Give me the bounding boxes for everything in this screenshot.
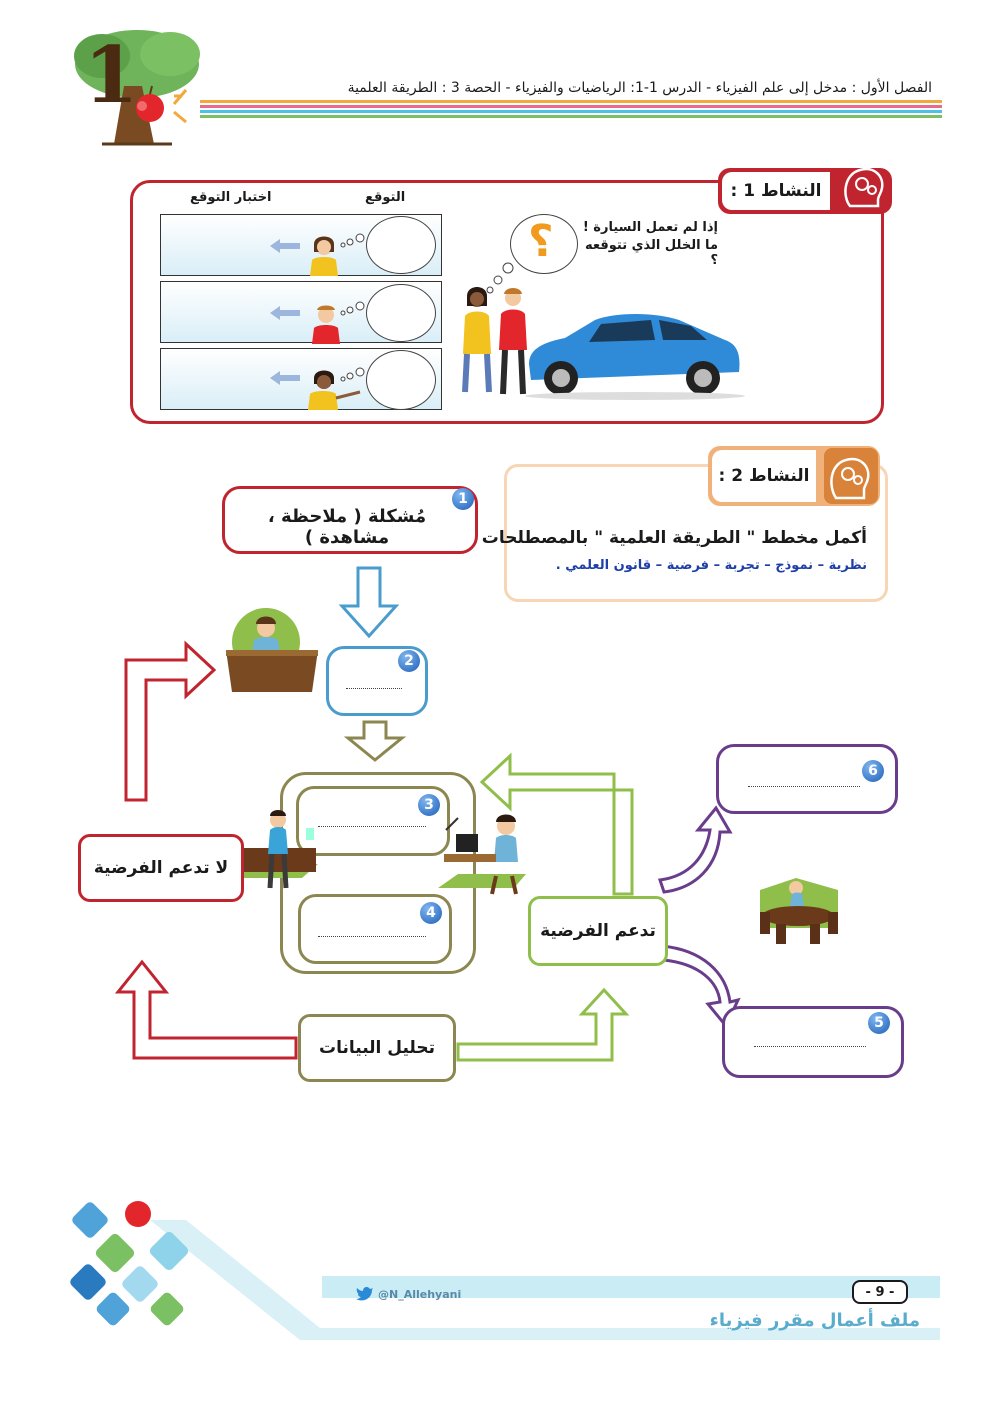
brain-gears-icon [824,448,878,504]
col-prediction: التوقع [365,190,406,205]
computer-desk-illustration [438,814,526,895]
support-label: تدعم الفرضية [540,921,656,941]
answer-line[interactable] [318,936,426,937]
thought-dots-icon [340,301,365,316]
arrow-left-icon [270,371,300,385]
thought-dots-icon [340,367,365,382]
answer-line[interactable] [346,688,402,689]
twitter-icon [356,1287,373,1301]
step1-text: مُشكلة ( ملاحظة ، مشاهدة ) [267,506,427,548]
page-number-box: - 9 - [852,1280,908,1304]
question-line-1: إذا لم تعمل السيارة ! [582,220,718,235]
thought-cloud[interactable] [366,216,436,274]
analysis-label: تحليل البيانات [319,1038,435,1058]
step1-number: 1 [452,488,474,510]
lesson-logo [74,30,200,146]
footer-band [150,1220,940,1340]
activity2-terms: نظرية – نموذج – تجربة – فرضية – قانون ال… [555,558,867,573]
page-number: - 9 - [865,1284,895,1300]
support-box: تدعم الفرضية [528,896,668,966]
step1-box [222,486,478,554]
arrow-left-icon [270,239,300,253]
activity1-label: النشاط 1 : [730,181,822,201]
answer-line[interactable] [754,1046,866,1047]
student-desk-illustration [226,608,318,692]
activity1-label-box: النشاط 1 : [722,172,830,210]
step6-number: 6 [862,760,884,782]
activity2-label: النشاط 2 : [718,466,810,486]
logo-number: 1 [84,30,139,121]
girl-pointing-icon [308,370,361,410]
people-car-illustration [462,287,745,400]
brain-gears-icon [844,167,884,208]
step4-number: 4 [420,902,442,924]
step5-number: 5 [868,1012,890,1034]
thought-dots-icon [486,262,514,294]
footer-file-title: ملف أعمال مقرر فيزياء [709,1310,920,1331]
answer-line[interactable] [318,826,426,827]
step2-number: 2 [398,650,420,672]
step4-box[interactable] [298,894,452,964]
activity2-instruction: أكمل مخطط " الطريقة العلمية " بالمصطلحات… [469,528,867,548]
header-title: الفصل الأول : مدخل إلى علم الفيزياء - ال… [347,80,932,96]
not-support-label: لا تدعم الفرضية [93,858,229,878]
step2-box[interactable] [326,646,428,716]
thought-cloud[interactable] [366,284,436,342]
meeting-table-illustration [760,878,838,944]
girl-thinking-icon [310,236,338,276]
question-line-2: ما الخلل الذي تتوقعه ؟ [585,238,718,268]
thought-cloud[interactable] [366,350,436,410]
lab-experiment-illustration [226,810,318,889]
question-cloud [510,214,578,274]
col-test: اختبار التوقع [190,190,272,205]
step3-number: 3 [418,794,440,816]
answer-line[interactable] [748,786,860,787]
analysis-box: تحليل البيانات [298,1014,456,1082]
arrow-left-icon [270,306,300,320]
header-divider [200,100,942,118]
physics-icons-cluster [66,1196,196,1330]
thought-dots-icon [340,233,365,248]
boy-thinking-icon [312,305,340,344]
twitter-handle: @N_Allehyani [378,1288,462,1301]
question-mark: ؟ [528,216,554,267]
activity2-label-box: النشاط 2 : [712,450,816,502]
not-support-box: لا تدعم الفرضية [78,834,244,902]
